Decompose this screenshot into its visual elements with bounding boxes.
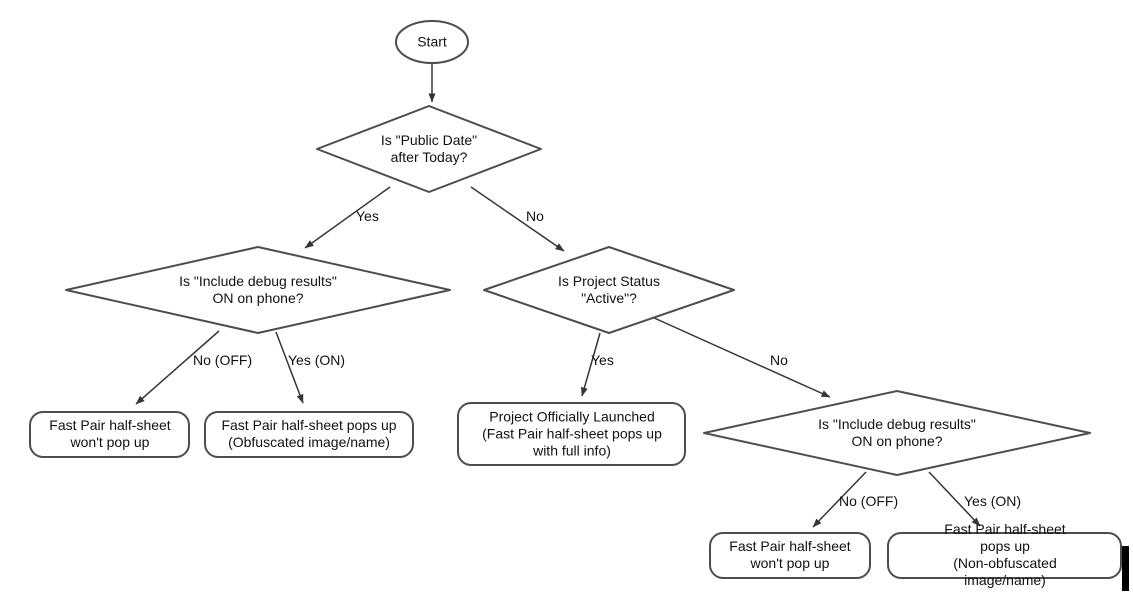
- result-non-obfuscated-label: Fast Pair half-sheet pops up (Non-obfusc…: [944, 521, 1066, 588]
- edge-project-status-no: [651, 316, 831, 398]
- result-launched-shape: [457, 402, 686, 466]
- result-no-popup-right-shape: [709, 532, 871, 579]
- start-node-shape: [395, 20, 469, 64]
- edge-label-project-status-no: No: [770, 352, 788, 368]
- edge-label-public-date-no: No: [526, 208, 544, 224]
- result-no-popup-left-shape: [29, 411, 190, 458]
- edge-debug-left-no: [135, 330, 220, 405]
- decision-debug-left-shape: [65, 246, 451, 334]
- decision-project-status-label: Is Project Status "Active"?: [558, 273, 660, 306]
- edge-label-debug-right-no: No (OFF): [839, 493, 899, 509]
- edge-public-date-no: [470, 186, 565, 252]
- start-node-label: Start: [417, 33, 447, 50]
- result-non-obfuscated-shape: [887, 532, 1122, 579]
- decision-public-date-label: Is "Public Date" after Today?: [380, 132, 478, 165]
- result-no-popup-right-label: Fast Pair half-sheet won't pop up: [729, 538, 851, 571]
- edge-debug-right-yes: [928, 471, 981, 527]
- edge-public-date-yes: [304, 186, 391, 249]
- edge-project-status-yes: [580, 332, 601, 397]
- result-obfuscated-label: Fast Pair half-sheet pops up (Obfuscated…: [221, 417, 397, 450]
- edge-debug-left-yes: [275, 331, 304, 404]
- result-obfuscated-shape: [204, 411, 414, 458]
- result-no-popup-left-label: Fast Pair half-sheet won't pop up: [49, 417, 171, 450]
- decision-debug-right-label: Is "Include debug results" ON on phone?: [818, 416, 976, 449]
- edge-label-public-date-yes: Yes: [356, 208, 379, 224]
- result-launched-label: Project Officially Launched (Fast Pair h…: [482, 408, 662, 459]
- decision-debug-left-label: Is "Include debug results" ON on phone?: [179, 273, 337, 306]
- edge-label-debug-right-yes: Yes (ON): [964, 493, 1022, 509]
- edge-label-project-status-yes: Yes: [591, 352, 614, 368]
- decision-project-status-shape: [483, 246, 735, 334]
- edge-label-debug-left-no: No (OFF): [193, 352, 253, 368]
- decision-public-date-shape: [316, 105, 542, 193]
- decision-debug-right-shape: [703, 390, 1091, 476]
- edge-debug-right-no: [812, 471, 867, 528]
- edge-label-debug-left-yes: Yes (ON): [288, 352, 346, 368]
- text-cursor: [1122, 546, 1129, 591]
